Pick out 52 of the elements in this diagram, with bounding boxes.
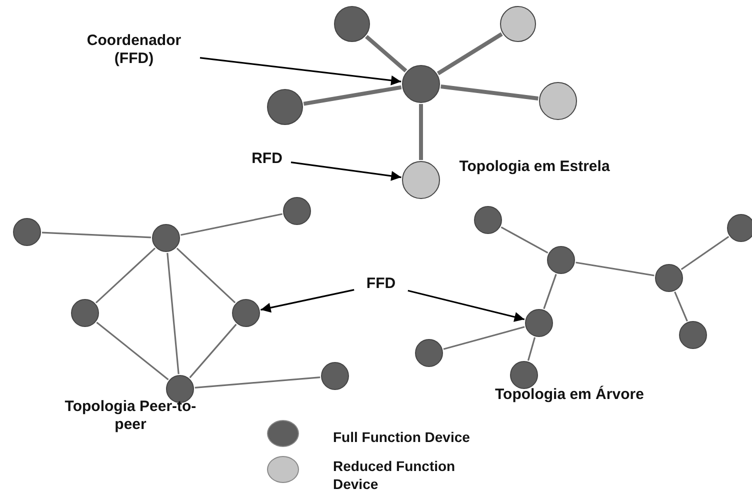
connection-line xyxy=(166,252,180,374)
connection-line xyxy=(189,324,237,378)
device-node xyxy=(334,6,370,42)
device-node xyxy=(525,309,553,337)
connection-line xyxy=(674,291,688,322)
callout-label: FFD xyxy=(358,275,404,293)
leader-arrow xyxy=(290,162,402,181)
legend-label: Full Function Device xyxy=(333,428,471,446)
connection-line xyxy=(443,326,525,350)
legend-label: Reduced Function Device xyxy=(333,457,456,493)
connection-line xyxy=(96,322,169,380)
device-node xyxy=(655,264,683,292)
device-node xyxy=(71,299,99,327)
connection-line xyxy=(194,376,320,388)
connection-line xyxy=(180,213,282,236)
leader-arrow xyxy=(260,289,354,313)
device-node xyxy=(510,361,538,389)
connection-line xyxy=(419,104,423,160)
connection-line xyxy=(440,84,538,100)
device-node xyxy=(152,224,180,252)
topology-caption: Topologia Peer-to-peer xyxy=(64,398,198,434)
connection-line xyxy=(436,32,503,76)
device-node xyxy=(402,65,440,103)
device-node xyxy=(547,246,575,274)
device-node xyxy=(539,82,577,120)
leader-arrow xyxy=(200,57,402,86)
connection-line xyxy=(576,262,654,276)
connection-line xyxy=(176,248,236,304)
connection-line xyxy=(527,337,536,361)
connection-line xyxy=(303,85,402,106)
device-node xyxy=(321,362,349,390)
topology-caption: Topologia em Estrela xyxy=(458,158,611,176)
device-node xyxy=(727,214,752,242)
device-node xyxy=(402,161,440,199)
device-node xyxy=(500,6,536,42)
device-node xyxy=(283,197,311,225)
connection-line xyxy=(680,236,730,270)
connection-line xyxy=(500,226,548,254)
device-node xyxy=(232,299,260,327)
device-node xyxy=(267,89,303,125)
leader-arrow xyxy=(408,290,525,322)
device-node xyxy=(474,206,502,234)
connection-line xyxy=(42,232,152,238)
connection-line xyxy=(95,248,156,304)
callout-label: RFD xyxy=(247,150,287,168)
device-node xyxy=(13,218,41,246)
connection-line xyxy=(364,35,408,72)
callout-label: Coordenador (FFD) xyxy=(72,32,196,68)
device-node xyxy=(679,321,707,349)
connection-line xyxy=(543,274,557,310)
topology-caption: Topologia em Árvore xyxy=(495,386,645,404)
device-node xyxy=(415,339,443,367)
